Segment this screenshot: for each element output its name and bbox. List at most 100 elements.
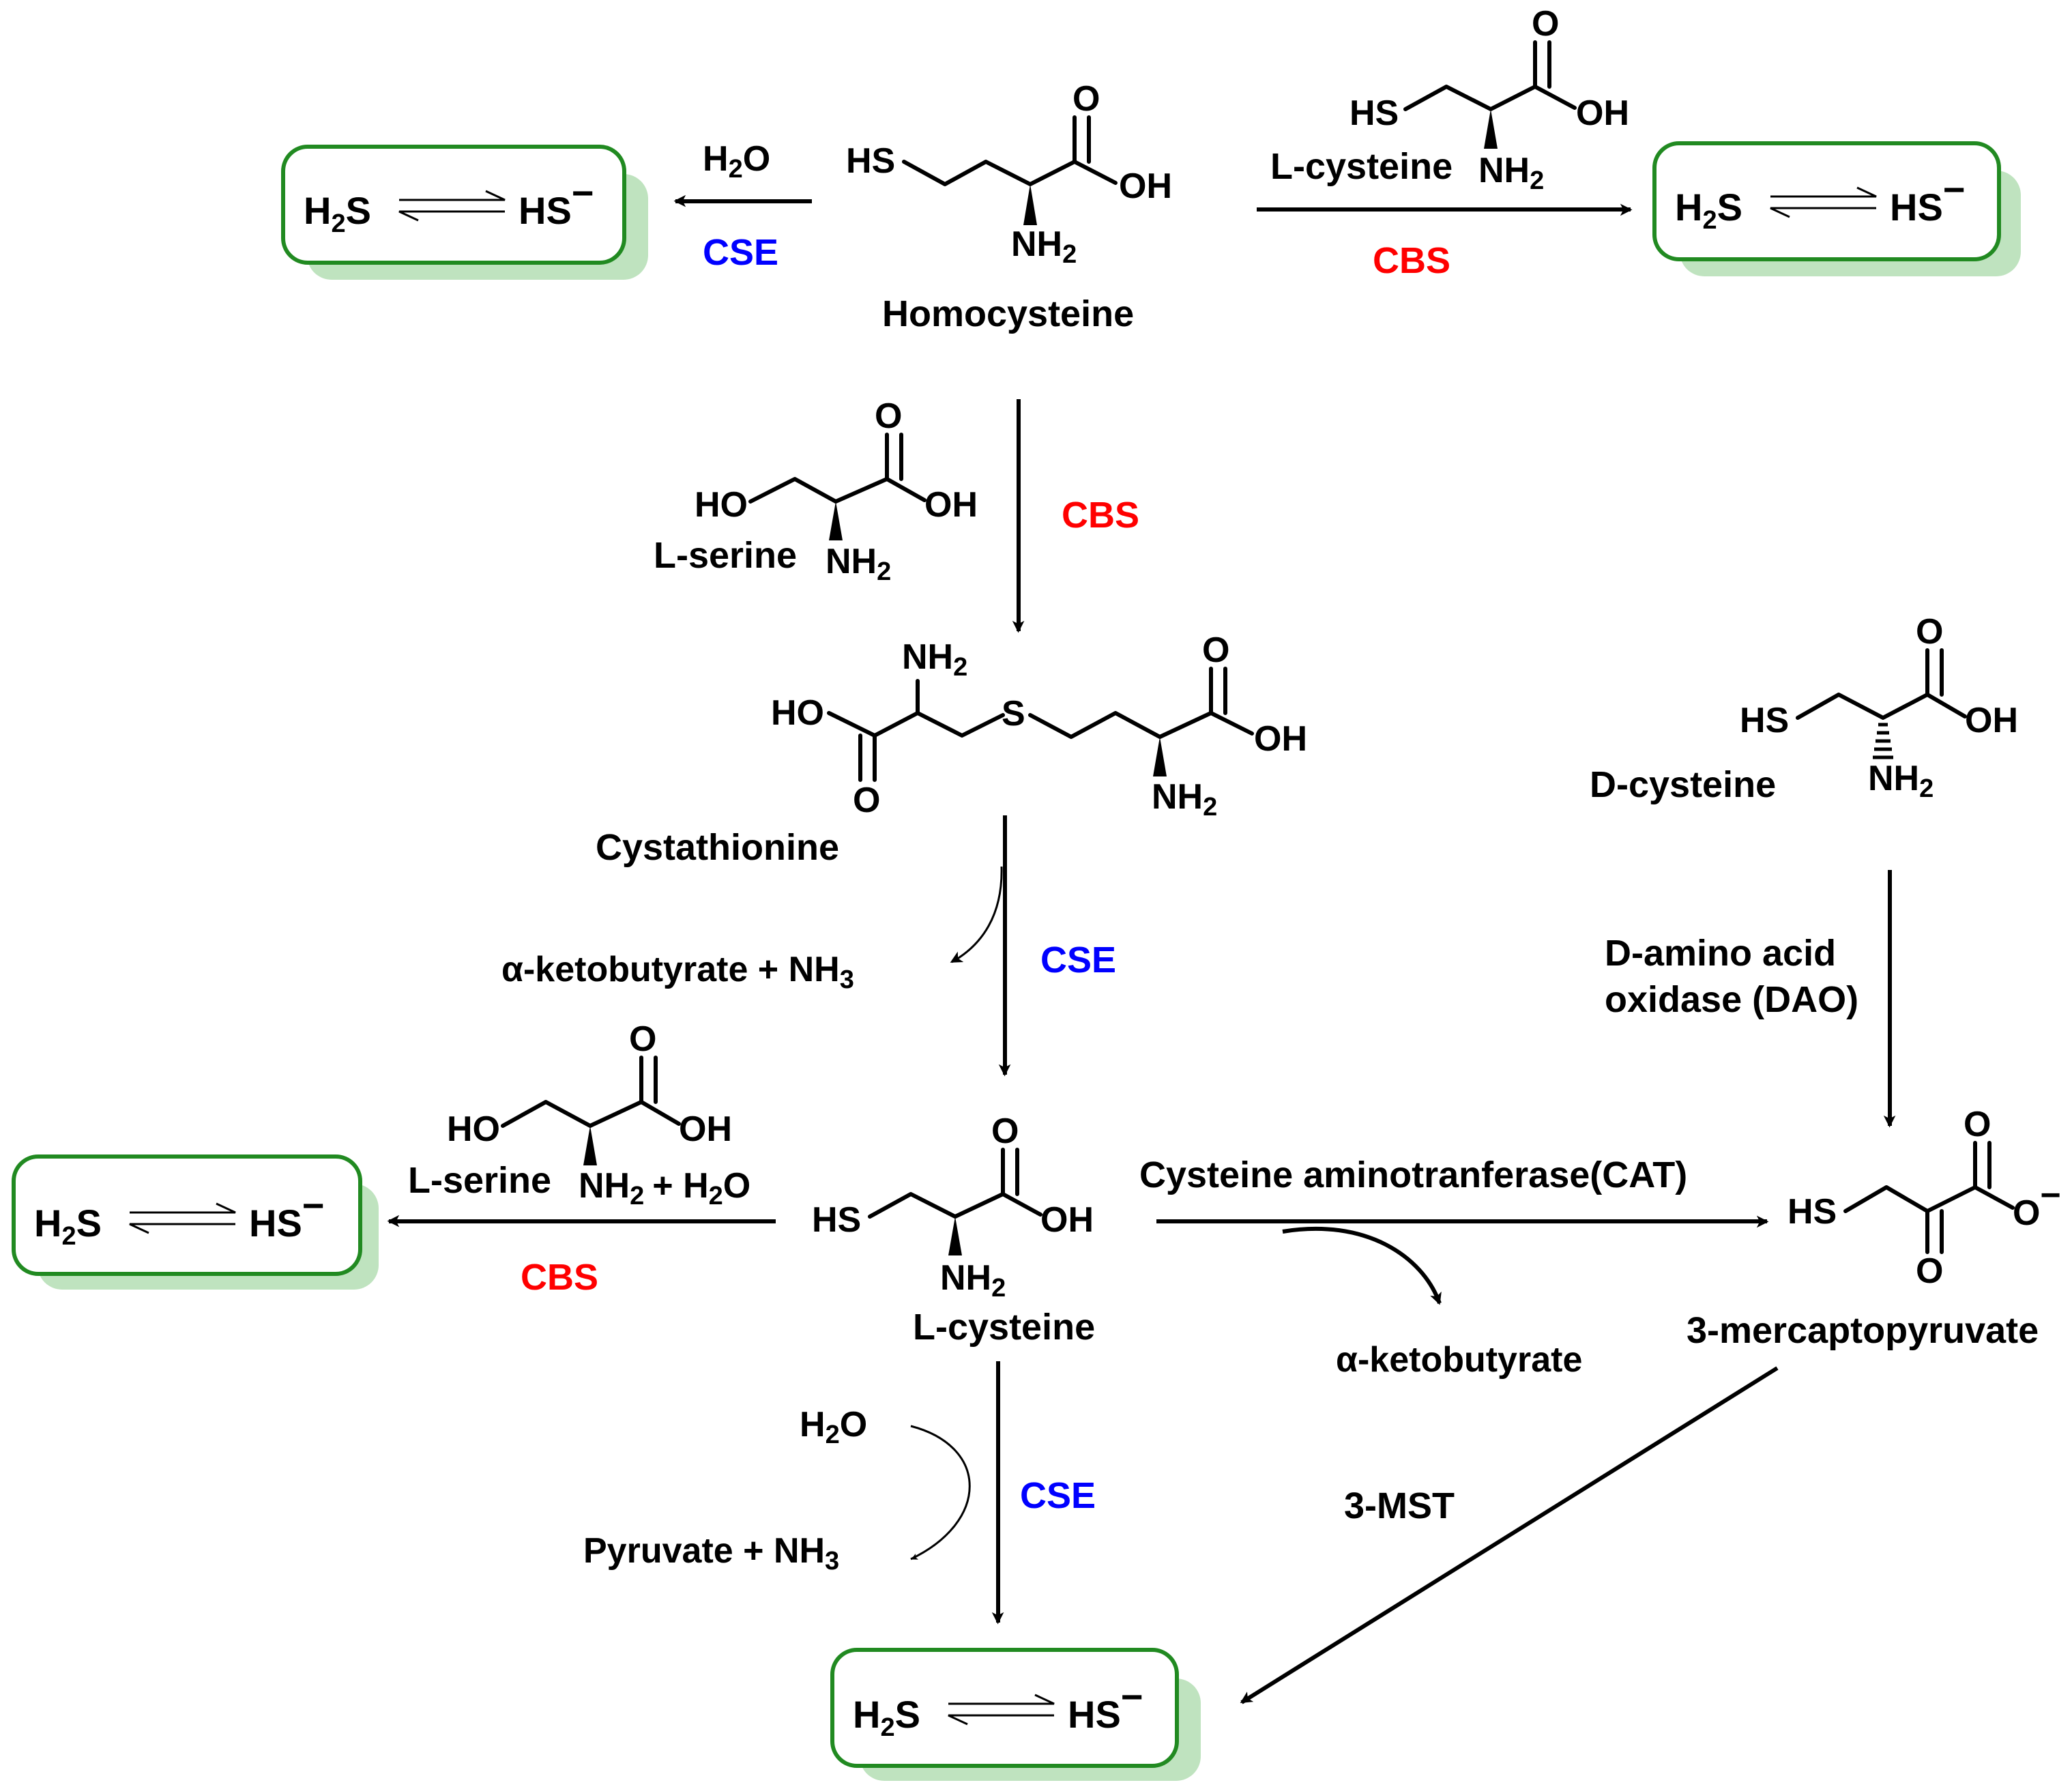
cbs-label: CBS: [521, 1257, 598, 1298]
h2s-subscript: 2: [61, 1222, 76, 1251]
carbonyl-bond: [1973, 1141, 1991, 1189]
svg-text:HS−: HS−: [1068, 1675, 1143, 1736]
o-label: O: [875, 396, 902, 436]
hs-ion: HS: [249, 1202, 302, 1245]
reaction-arrow: [1240, 1366, 1779, 1704]
oh-label: OH: [924, 485, 978, 525]
mercaptopyruvate-name: 3-mercaptopyruvate: [1687, 1310, 2039, 1351]
product-box-middle-left: H2S HS−: [12, 1154, 379, 1290]
hydroxyl-bond: [1001, 1192, 1042, 1217]
nh3-subscript: 3: [840, 965, 854, 994]
box-frame: [1652, 141, 2001, 261]
hs-ion: HS: [1068, 1693, 1121, 1736]
oh-label: OH: [1965, 701, 2018, 740]
hs-label: HS: [1349, 93, 1399, 133]
byproduct-arrow: [910, 1425, 971, 1560]
minus-sign: −: [1121, 1675, 1143, 1718]
box-frame: [281, 145, 626, 265]
cystathionine-structure: HO O NH2 S O OH NH2 Cystathionine: [596, 630, 1307, 868]
reaction-homocysteine-cystathionine: CBS HO O OH L-serine NH2: [654, 396, 1139, 633]
h2o-o: O: [723, 1166, 750, 1206]
cystathionine-name: Cystathionine: [596, 827, 839, 868]
d-cysteine-name: D-cysteine: [1590, 764, 1776, 805]
svg-text:NH2: NH2: [902, 637, 967, 682]
nh2-subscript: 2: [1919, 774, 1934, 803]
ho-label: HO: [695, 485, 748, 525]
reaction-dcysteine-dao: D-amino acid oxidase (DAO): [1605, 870, 1896, 1128]
oh-label: OH: [1254, 719, 1307, 759]
nh2-label: NH: [826, 542, 877, 581]
mst-label: 3-MST: [1344, 1485, 1455, 1526]
dao-label-line1: D-amino acid: [1605, 933, 1836, 974]
svg-text:HS−: HS−: [1890, 168, 1966, 229]
nh3-subscript: 3: [825, 1547, 839, 1575]
h2o-h: H: [800, 1405, 826, 1444]
carbon-chain: [1843, 1185, 1977, 1213]
o-label: O: [853, 781, 880, 820]
o-label: O: [1532, 4, 1559, 44]
hydroxyl-bond: [1073, 160, 1118, 185]
carbonyl-bond: [1533, 40, 1551, 89]
svg-text:H2S: H2S: [1675, 186, 1742, 235]
h2o-subscript: 2: [709, 1182, 723, 1210]
reaction-homocysteine-cse: H2O CSE: [673, 139, 812, 273]
nh2-label: NH: [940, 1258, 991, 1298]
svg-text:NH2: NH2: [1011, 224, 1077, 269]
svg-text:HS−: HS−: [249, 1184, 325, 1245]
nh2-subscript: 2: [630, 1182, 644, 1210]
box-frame: [830, 1648, 1179, 1768]
carbonyl-bond: [1925, 648, 1944, 697]
cbs-label: CBS: [1373, 240, 1450, 281]
h2o-o: O: [743, 139, 770, 179]
h2s-s: S: [1717, 186, 1742, 229]
ketobutyrate-label: α-ketobutyrate: [1336, 1340, 1582, 1380]
oh-label: OH: [1040, 1200, 1094, 1240]
nh2-subscript: 2: [953, 653, 967, 682]
svg-text:NH2: NH2: [826, 542, 891, 586]
mercaptopyruvate-structure: HS O O O− 3-mercaptopyruvate: [1687, 1105, 2061, 1351]
cse-label: CSE: [1020, 1475, 1096, 1516]
hs-label: HS: [1740, 701, 1789, 740]
l-cysteine-name: L-cysteine: [913, 1307, 1095, 1348]
svg-text:HS−: HS−: [519, 171, 594, 232]
svg-text:H2S: H2S: [853, 1693, 920, 1742]
equilibrium-arrows: [398, 190, 506, 222]
l-serine-name: L-serine: [408, 1160, 551, 1201]
carbon-chain: [1796, 693, 1929, 720]
h2s-h: H: [34, 1202, 61, 1245]
o-label: O: [1964, 1105, 1991, 1144]
product-box-top-right: H2S HS−: [1652, 141, 2021, 276]
pyruvate-nh3: Pyruvate + NH: [583, 1531, 825, 1571]
h2s-h: H: [1675, 186, 1702, 229]
wedge-bond: [1153, 737, 1167, 776]
reaction-cysteine-cse: CSE H2O Pyruvate + NH3: [583, 1361, 1096, 1625]
carbonyl-bond: [639, 1056, 658, 1104]
nh2-subscript: 2: [877, 557, 891, 586]
wedge-bond: [1484, 109, 1498, 149]
byproduct-arrow: [1282, 1226, 1442, 1305]
ho-label: HO: [447, 1109, 500, 1149]
carbon-chain: [501, 1100, 643, 1128]
oh-label: OH: [1119, 166, 1172, 206]
o-label: O: [1916, 612, 1943, 652]
svg-text:H2S: H2S: [304, 189, 371, 238]
svg-text:NH2: NH2: [1478, 151, 1544, 195]
svg-text:NH2: NH2: [1868, 759, 1934, 803]
nh2-subscript: 2: [1530, 166, 1544, 195]
carbon-chain-right: [1028, 711, 1213, 739]
cse-label: CSE: [1040, 940, 1116, 980]
svg-text:NH2: NH2: [1152, 777, 1217, 822]
o-minus-label: O: [2013, 1193, 2040, 1233]
o-label: O: [1073, 79, 1100, 119]
nh2-label: NH: [579, 1166, 630, 1206]
o-label: O: [991, 1112, 1019, 1151]
carbon-chain: [1403, 85, 1537, 111]
cbs-label: CBS: [1062, 495, 1139, 536]
carbon-chain: [902, 160, 1077, 186]
hs-label: HS: [1788, 1192, 1837, 1232]
hs-label: HS: [846, 141, 895, 181]
hashed-bond: [1873, 723, 1893, 759]
dao-label-line2: oxidase (DAO): [1605, 979, 1858, 1020]
wedge-bond: [1023, 184, 1037, 225]
